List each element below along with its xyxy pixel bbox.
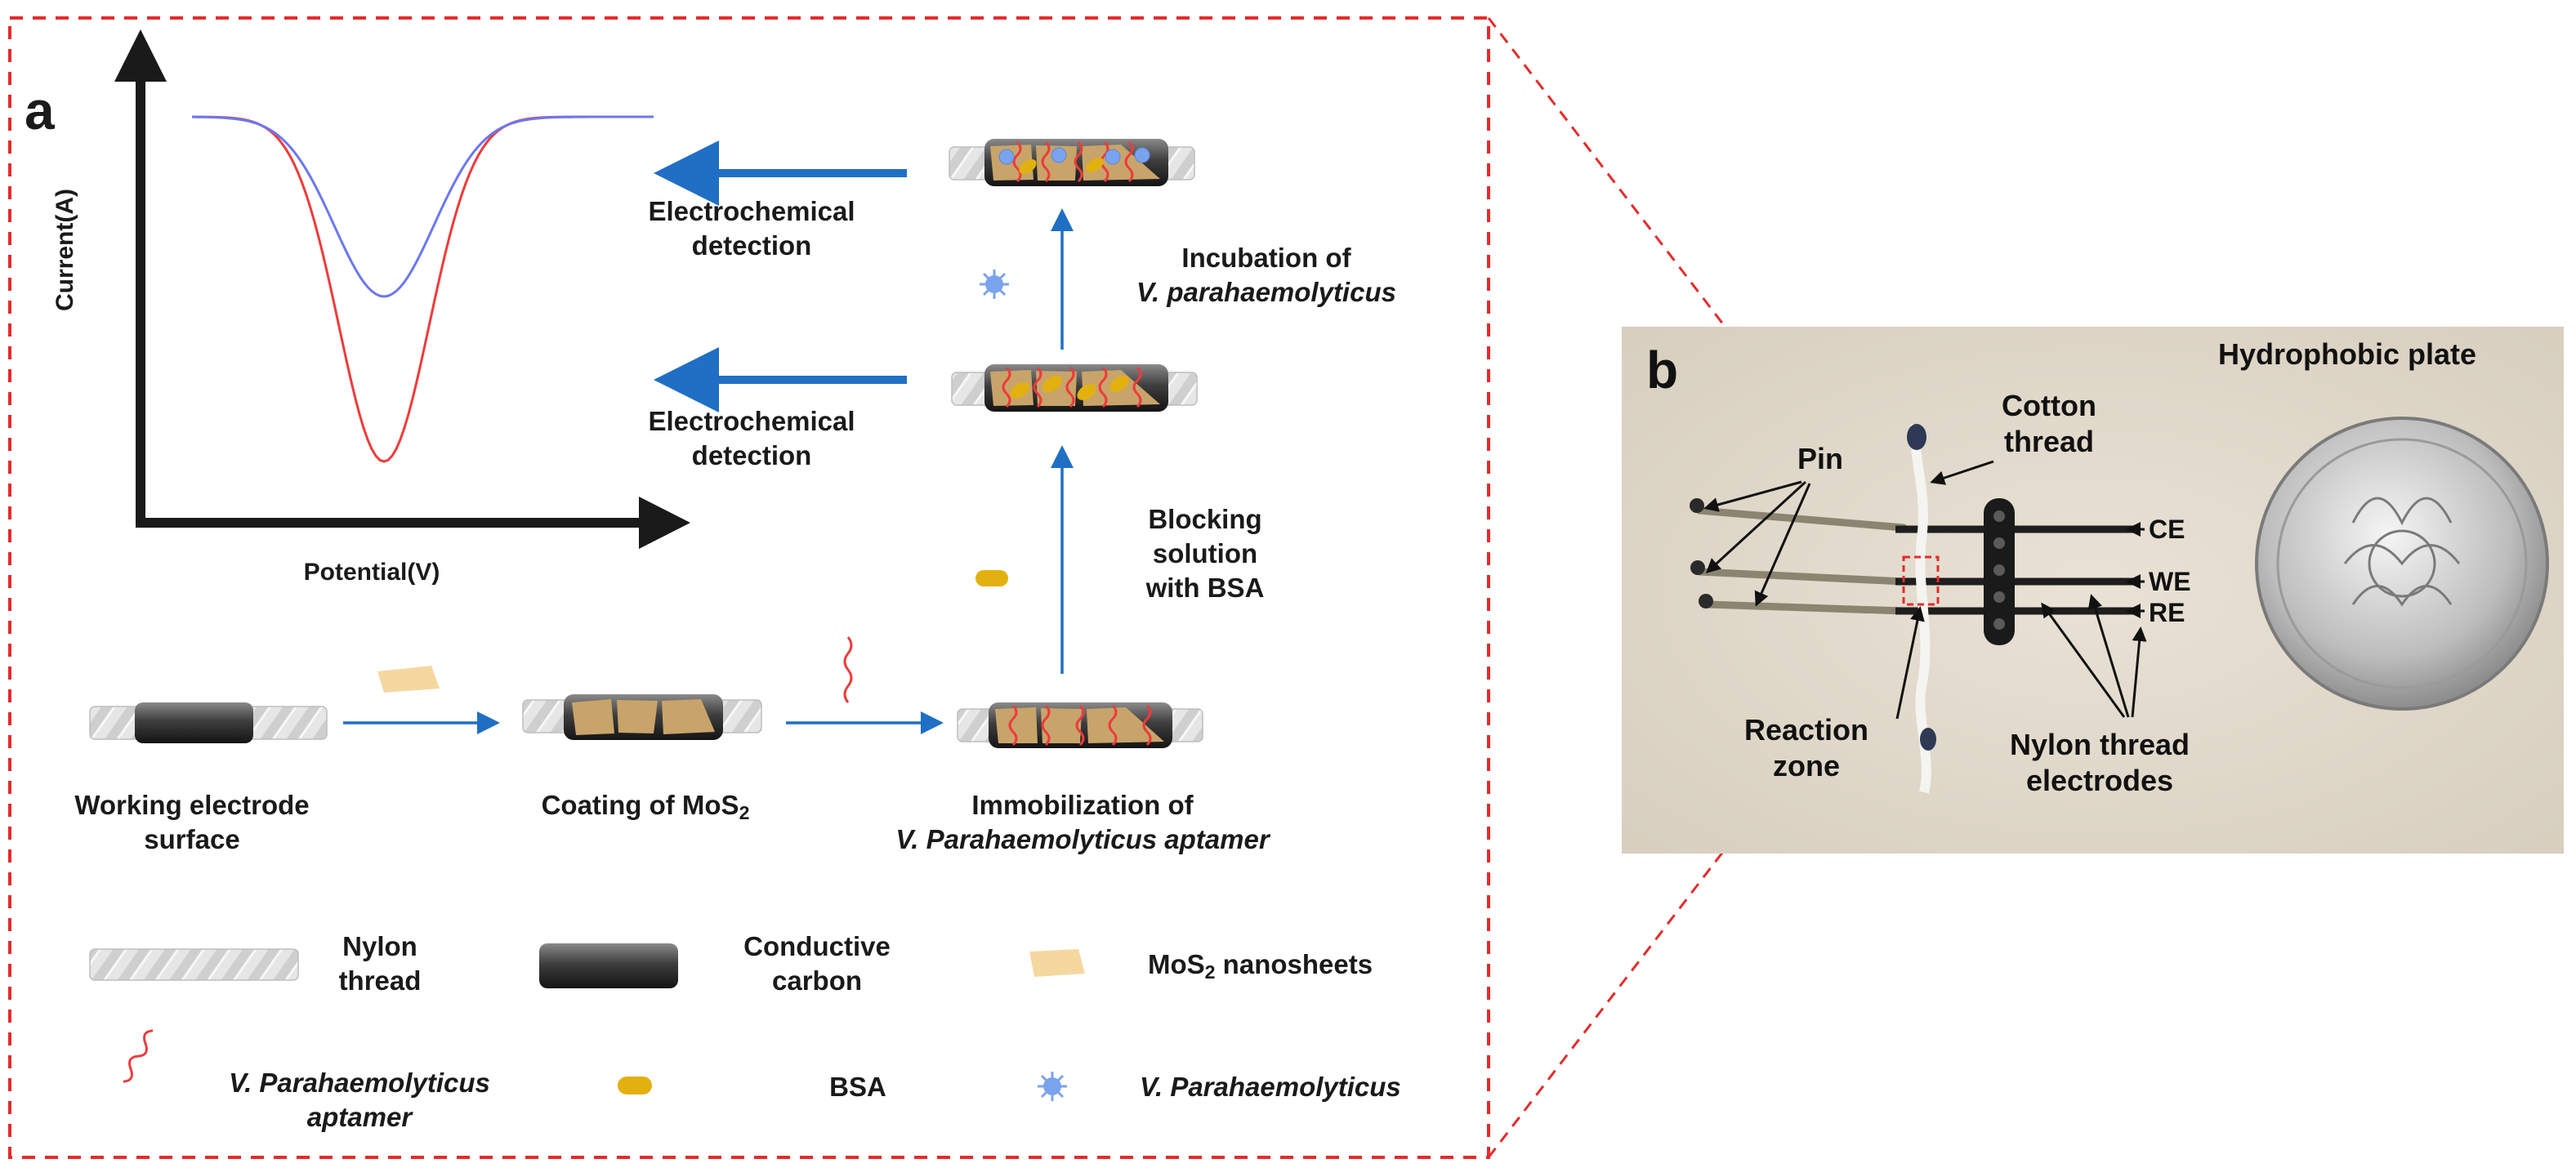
legend-bsa-icon [618,1077,652,1094]
electrode-mos2-coated [522,694,762,740]
aptamer-strand [1033,366,1042,408]
legend-nylon-line2: thread [338,965,422,996]
label-pin: Pin [1797,442,1844,475]
electrode-aptamer [957,702,1203,748]
aptamer-strand [1008,704,1018,747]
panel-b-letter: b [1646,341,1679,399]
electrode-bsa-blocked [951,364,1198,412]
legend-nylon-line1: Nylon [342,931,417,961]
aptamer-strand [1041,704,1051,747]
label-nylon-electrodes-line2: electrodes [2025,764,2174,797]
legend-aptamer-icon [123,1029,154,1083]
red-dpv-curve [191,115,654,463]
legend-carbon-line1: Conductive [743,931,891,961]
label-detection-upper: Electrochemical detection [637,194,866,263]
electrode-working [89,702,328,743]
label-detection-upper-line1: Electrochemical [648,196,855,226]
label-detection-lower-line2: detection [691,440,812,470]
aptamer-strand [1074,140,1083,183]
aptamer-icon-floating [843,636,853,703]
voltammogram [114,29,690,549]
legend-nylon-label: Nylon thread [323,929,437,998]
aptamer-strand [1142,704,1152,747]
panel-a-letter: a [25,80,55,140]
label-nylon-electrodes-line1: Nylon thread [2010,728,2190,761]
label-blocking: Blocking solution with BSA [1115,502,1295,605]
label-incubation-line2: V. parahaemolyticus [1136,277,1396,307]
label-re: RE [2149,598,2185,627]
legend-nylon-thread-icon [89,948,299,981]
electrode-bacteria-bound [949,139,1195,186]
label-detection-upper-line2: detection [691,230,812,261]
label-reaction-line2: zone [1773,749,1841,782]
label-immob-line2: V. Parahaemolyticus aptamer [895,824,1270,854]
aptamer-strand [1041,140,1051,183]
legend-mos2-text: MoS [1148,949,1205,979]
label-immob-line1: Immobilization of [971,790,1194,820]
label-reaction-zone: Reaction zone [1744,712,1868,784]
legend-vp-label: V. Parahaemolyticus [1140,1072,1401,1102]
bacterium-icon-floating [980,270,1009,299]
legend-carbon-label: Conductive carbon [727,929,907,998]
label-blocking-line3: with BSA [1145,573,1265,603]
aptamer-strand [1012,140,1022,183]
label-blocking-line2: solution [1152,538,1258,568]
label-nylon-electrodes: Nylon thread electrodes [2010,727,2190,799]
label-we: WE [2149,567,2191,596]
label-incubation: Incubation of V. parahaemolyticus [1095,241,1438,310]
y-axis-label: Current(A) [51,189,78,311]
legend-mos2-sub: 2 [1204,961,1216,983]
label-coating: Coating of MoS2 [507,788,784,830]
nylon-thread-electrodes [1895,525,2139,615]
aptamer-strand [1065,366,1075,408]
device-photograph [1622,327,2564,854]
legend-bsa-label: BSA [829,1072,886,1102]
legend-aptamer-label: V. Parahaemolyticus aptamer [196,1066,523,1135]
label-cotton-line2: thread [2003,425,2094,458]
label-cotton-line1: Cotton [2002,389,2096,422]
label-ce: CE [2149,515,2185,544]
label-working-line1: Working electrode [74,790,310,820]
x-axis-arrow [639,497,690,549]
panel-a-frame [8,16,1490,1159]
label-working-line2: surface [144,824,240,854]
reaction-zone-box [1902,555,1940,606]
bsa-icon-floating [975,570,1008,586]
y-axis-arrow [114,29,167,82]
label-detection-lower: Electrochemical detection [637,404,866,473]
aptamer-strand [1108,704,1118,747]
pins [1695,506,1908,615]
aptamer-strand [1098,366,1108,408]
label-coating-text: Coating of MoS [541,790,739,820]
blue-dpv-curve [191,115,654,298]
label-immobilization: Immobilization of V. Parahaemolyticus ap… [878,788,1287,857]
legend-aptamer-line1: V. Parahaemolyticus [229,1068,490,1098]
mos2-nanosheet-icon [377,666,440,693]
label-coating-sub: 2 [739,801,750,823]
aptamer-strand [1075,704,1085,747]
legend-mos2-tail: nanosheets [1215,949,1373,979]
label-cotton-thread: Cotton thread [2002,388,2096,460]
label-incubation-line1: Incubation of [1181,243,1351,273]
legend-carbon-line2: carbon [771,965,863,996]
aptamer-strand [1002,366,1011,408]
aptamer-strand [1124,140,1134,183]
aptamer-strand [1132,366,1142,408]
panel-b-title: Hydrophobic plate [2218,337,2477,371]
label-working-electrode: Working electrode surface [49,788,335,857]
legend-conductive-carbon-icon [539,943,678,988]
label-reaction-line1: Reaction [1744,713,1869,747]
x-axis-label: Potential(V) [303,559,440,586]
label-detection-lower-line1: Electrochemical [648,406,855,436]
legend-mos2-icon [1029,949,1085,977]
legend-bacterium-icon [1038,1072,1067,1101]
label-blocking-line1: Blocking [1148,504,1262,534]
legend-mos2-label: MoS2 nanosheets [1148,947,1426,989]
coin [2255,417,2549,711]
legend-aptamer-line2: aptamer [306,1102,413,1132]
flow-arrows [343,140,1074,734]
